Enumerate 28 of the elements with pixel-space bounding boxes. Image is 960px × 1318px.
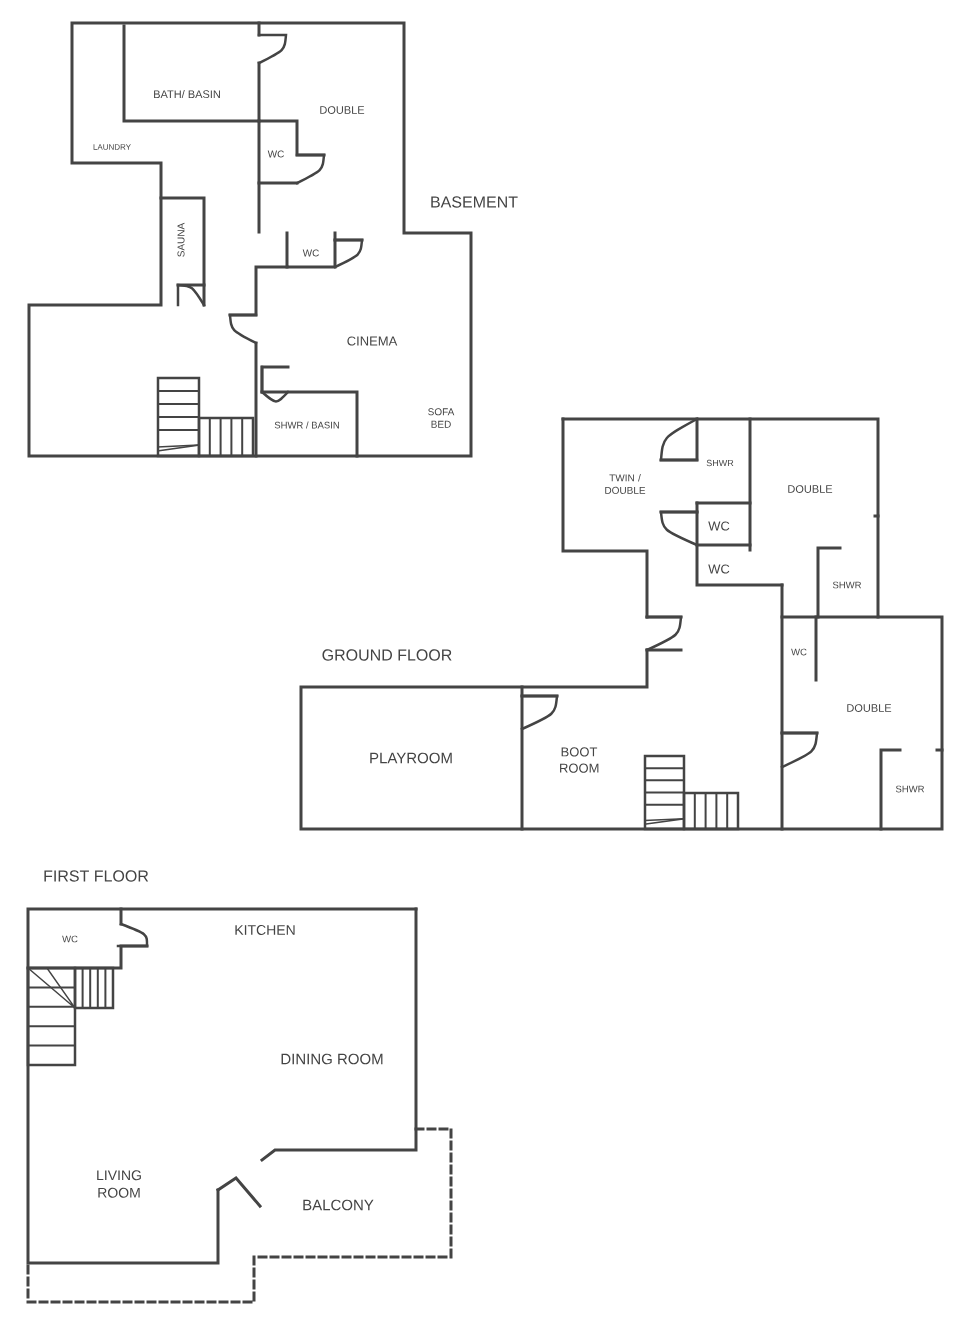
room-label: DOUBLE xyxy=(320,106,365,114)
room-label: WC xyxy=(708,564,730,574)
room-label: WC xyxy=(708,521,730,531)
room-label: WC xyxy=(267,150,284,158)
room-label: SHWR xyxy=(895,785,925,793)
floor-heading: FIRST FLOOR xyxy=(44,870,149,882)
room-label: DOUBLE xyxy=(847,704,892,712)
room-label: DOUBLE xyxy=(788,485,833,493)
room-label: WC xyxy=(62,935,78,943)
room-label: SHWR / BASIN xyxy=(274,421,339,429)
room-label: PLAYROOM xyxy=(370,752,452,764)
room-label: LIVING ROOM xyxy=(97,1170,141,1198)
room-label: BATH/ BASIN xyxy=(154,89,220,99)
room-label: WC xyxy=(302,249,319,257)
room-label: SHWR xyxy=(832,581,862,589)
room-label: WC xyxy=(791,648,807,656)
room-label: CINEMA xyxy=(347,336,398,346)
room-label: BALCONY xyxy=(303,1199,374,1211)
floor-heading: BASEMENT xyxy=(431,196,518,208)
room-label: SOFA BED xyxy=(428,408,455,428)
room-label: DINING ROOM xyxy=(281,1053,383,1065)
room-label: LAUNDRY xyxy=(93,144,131,150)
room-label: SAUNA xyxy=(177,222,185,257)
floor-heading: GROUND FLOOR xyxy=(322,649,452,661)
room-label: TWIN / DOUBLE xyxy=(605,474,646,494)
room-label: BOOT ROOM xyxy=(560,747,599,773)
room-label: KITCHEN xyxy=(235,925,295,935)
room-label: SHWR xyxy=(706,459,734,467)
